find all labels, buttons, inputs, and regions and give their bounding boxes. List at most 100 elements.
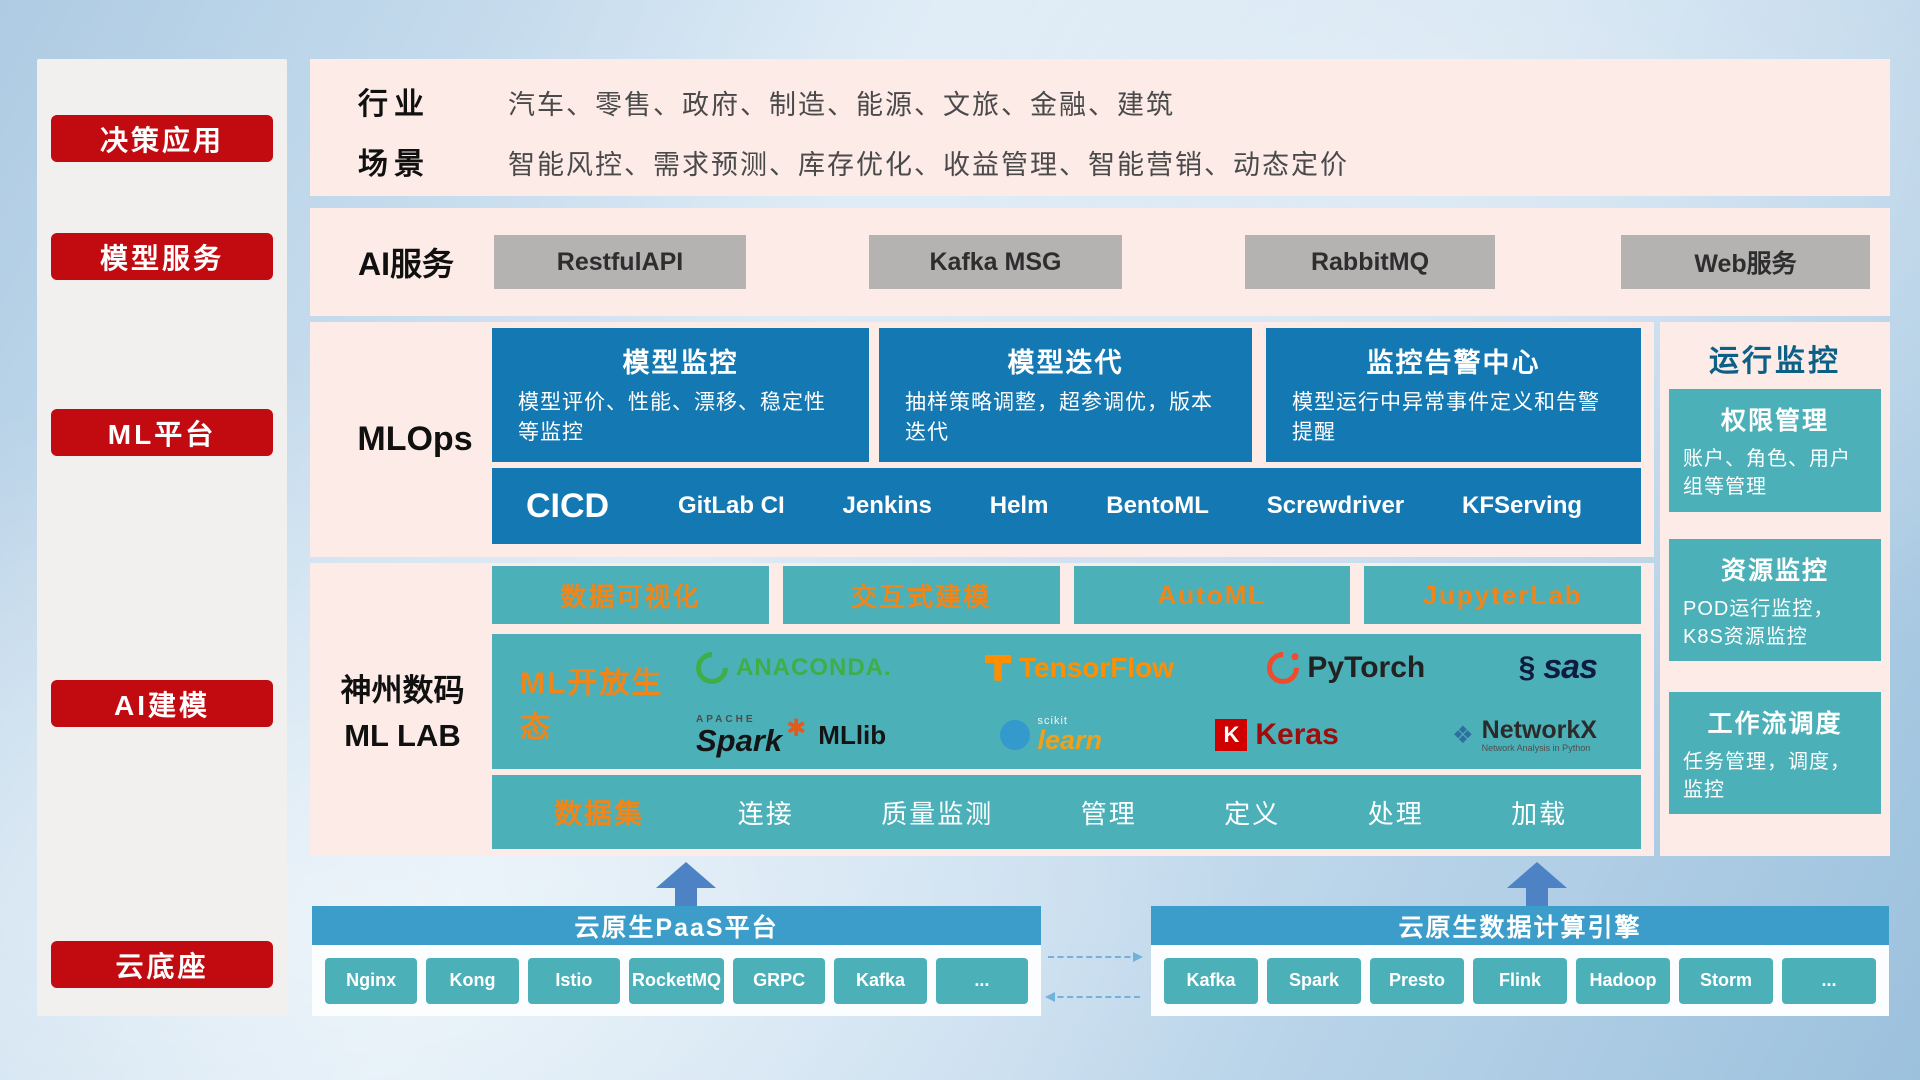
card-alert-center: 监控告警中心 模型运行中异常事件定义和告警提醒 xyxy=(1266,328,1641,462)
card-title: 监控告警中心 xyxy=(1366,348,1541,378)
ai-service-label: AI服务 xyxy=(358,246,455,282)
tech-button-kafka[interactable]: Kafka xyxy=(834,957,927,1004)
tensorflow-logo: TensorFlow xyxy=(985,652,1174,684)
anaconda-logo: ANACONDA. xyxy=(689,645,892,691)
dataset-item-load: 加载 xyxy=(1511,798,1568,829)
tech-button-flink[interactable]: Flink xyxy=(1473,957,1567,1004)
sidebar-item-model-service[interactable]: 模型服务 xyxy=(51,233,273,280)
arrow-head-left xyxy=(1045,992,1055,1002)
tensorflow-wordmark: TensorFlow xyxy=(1019,651,1175,683)
cicd-item-jenkins: Jenkins xyxy=(842,492,932,519)
tool-button-jupyterlab[interactable]: JupyterLab xyxy=(1364,566,1641,624)
left-sidebar: 决策应用 模型服务 ML平台 AI建模 云底座 xyxy=(37,59,287,1016)
dataset-item-quality: 质量监测 xyxy=(881,798,994,829)
card-title: 模型迭代 xyxy=(1007,348,1124,378)
decision-app-panel: 行业 汽车、零售、政府、制造、能源、文旅、金融、建筑 场景 智能风控、需求预测、… xyxy=(310,59,1890,196)
up-arrow-data-engine xyxy=(1507,862,1567,907)
ml-lab-tools: 数据可视化 交互式建模 AutoML JupyterLab xyxy=(492,566,1641,624)
service-button-web[interactable]: Web服务 xyxy=(1621,235,1870,289)
industry-list: 汽车、零售、政府、制造、能源、文旅、金融、建筑 xyxy=(508,90,1175,120)
tech-button-kong[interactable]: Kong xyxy=(426,957,519,1004)
scenario-row: 场景 智能风控、需求预测、库存优化、收益管理、智能营销、动态定价 xyxy=(310,139,1890,183)
tool-button-automl[interactable]: AutoML xyxy=(1073,566,1351,624)
tech-button-kafka2[interactable]: Kafka xyxy=(1164,957,1258,1004)
tool-button-interactive-modeling[interactable]: 交互式建模 xyxy=(782,566,1060,624)
sas-logo: § sas xyxy=(1519,648,1598,687)
industry-row: 行业 汽车、零售、政府、制造、能源、文旅、金融、建筑 xyxy=(310,79,1890,123)
scikit-tag: scikit xyxy=(1037,715,1068,728)
mlops-label: MLOps xyxy=(357,420,473,458)
runtime-monitoring-panel: 运行监控 权限管理 账户、角色、用户组等管理 资源监控 POD运行监控，K8S资… xyxy=(1660,322,1890,856)
arrow-head-right xyxy=(1133,952,1143,962)
arrow-stem xyxy=(675,888,697,907)
sas-wordmark: sas xyxy=(1543,648,1598,687)
dataset-item-process: 处理 xyxy=(1367,798,1424,829)
service-button-restfulapi[interactable]: RestfulAPI xyxy=(494,235,746,289)
keras-logo: K Keras xyxy=(1215,718,1339,752)
sidebar-item-ml-platform[interactable]: ML平台 xyxy=(51,409,273,456)
card-title: 资源监控 xyxy=(1720,557,1829,585)
service-button-rabbitmq[interactable]: RabbitMQ xyxy=(1245,235,1495,289)
tech-button-spark[interactable]: Spark xyxy=(1267,957,1361,1004)
data-engine-header: 云原生数据计算引擎 xyxy=(1151,906,1889,945)
data-engine-strip: Kafka Spark Presto Flink Hadoop Storm ..… xyxy=(1151,945,1889,1016)
tech-button-nginx[interactable]: Nginx xyxy=(325,957,418,1004)
card-model-iteration: 模型迭代 抽样策略调整，超参调优，版本迭代 xyxy=(879,328,1252,462)
spark-mllib-logo: APACHE Spark ✱ MLlib xyxy=(696,713,886,758)
tech-button-more[interactable]: ... xyxy=(935,957,1028,1004)
card-title: 工作流调度 xyxy=(1707,710,1843,738)
tech-button-more2[interactable]: ... xyxy=(1782,957,1876,1004)
cicd-item-gitlab-ci: GitLab CI xyxy=(678,492,785,519)
keras-wordmark: Keras xyxy=(1255,718,1339,752)
scikit-learn-logo: scikit learn xyxy=(999,716,1103,754)
ml-open-ecosystem: ML开放生态 ANACONDA. TensorFlow PyTorch xyxy=(492,634,1641,769)
pytorch-logo: PyTorch xyxy=(1260,645,1425,691)
spark-wordmark-group: APACHE Spark xyxy=(696,713,783,758)
sidebar-item-decision-app[interactable]: 决策应用 xyxy=(51,115,273,162)
tech-button-presto[interactable]: Presto xyxy=(1370,957,1464,1004)
cicd-item-screwdriver: Screwdriver xyxy=(1266,492,1405,519)
scenario-list: 智能风控、需求预测、库存优化、收益管理、智能营销、动态定价 xyxy=(508,150,1349,180)
cicd-items: GitLab CI Jenkins Helm BentoML Screwdriv… xyxy=(609,492,1641,520)
cicd-item-kfserving: KFServing xyxy=(1461,492,1583,519)
spark-star-icon: ✱ xyxy=(786,714,807,742)
arrow-stem xyxy=(1526,888,1548,907)
card-model-monitoring: 模型监控 模型评价、性能、漂移、稳定性等监控 xyxy=(492,328,869,462)
tech-button-istio[interactable]: Istio xyxy=(527,957,620,1004)
tech-button-rocketmq[interactable]: RocketMQ xyxy=(628,957,724,1004)
apache-tag: APACHE xyxy=(696,713,756,725)
service-button-kafka-msg[interactable]: Kafka MSG xyxy=(869,235,1122,289)
cicd-bar: CICD GitLab CI Jenkins Helm BentoML Scre… xyxy=(492,468,1641,544)
networkx-icon: ❖ xyxy=(1452,721,1474,749)
tech-button-storm[interactable]: Storm xyxy=(1679,957,1773,1004)
sidebar-item-ai-modeling[interactable]: AI建模 xyxy=(51,680,273,727)
ecosystem-logos-row1: ANACONDA. TensorFlow PyTorch § sas xyxy=(688,634,1641,702)
cicd-item-helm: Helm xyxy=(989,492,1049,519)
tensorflow-icon xyxy=(985,654,1012,681)
dataset-item-connect: 连接 xyxy=(737,798,794,829)
card-desc: 模型运行中异常事件定义和告警提醒 xyxy=(1292,391,1600,445)
scikit-learn-wordmark-group: scikit learn xyxy=(1038,716,1103,754)
tech-button-hadoop[interactable]: Hadoop xyxy=(1576,957,1670,1004)
card-workflow-scheduling: 工作流调度 任务管理，调度，监控 xyxy=(1669,692,1881,814)
ml-lab-label: 神州数码 ML LAB xyxy=(320,563,485,856)
industry-label: 行业 xyxy=(358,88,430,121)
tool-button-data-visualization[interactable]: 数据可视化 xyxy=(492,566,769,624)
sidebar-item-cloud-base[interactable]: 云底座 xyxy=(51,941,273,988)
paas-platform-header: 云原生PaaS平台 xyxy=(312,906,1041,945)
dataset-label: 数据集 xyxy=(554,798,645,829)
ml-lab-label-line1: 神州数码 xyxy=(340,673,465,708)
ecosystem-logos-row2: APACHE Spark ✱ MLlib scikit learn xyxy=(688,702,1641,770)
card-permission-management: 权限管理 账户、角色、用户组等管理 xyxy=(1669,389,1881,512)
ml-lab-panel: 神州数码 ML LAB 数据可视化 交互式建模 AutoML JupyterLa… xyxy=(310,563,1654,856)
arrow-head xyxy=(656,862,716,888)
tech-button-grpc[interactable]: GRPC xyxy=(733,957,826,1004)
keras-icon: K xyxy=(1215,719,1248,752)
card-desc: POD运行监控，K8S资源监控 xyxy=(1683,598,1835,648)
card-desc: 任务管理，调度，监控 xyxy=(1683,751,1851,801)
paas-platform-strip: Nginx Kong Istio RocketMQ GRPC Kafka ... xyxy=(312,945,1041,1016)
spark-wordmark: Spark xyxy=(696,722,783,758)
ml-lab-label-line2: ML LAB xyxy=(344,718,461,753)
learn-wordmark: learn xyxy=(1037,725,1103,756)
dataset-items: 连接 质量监测 管理 定义 处理 加载 xyxy=(644,794,1641,831)
